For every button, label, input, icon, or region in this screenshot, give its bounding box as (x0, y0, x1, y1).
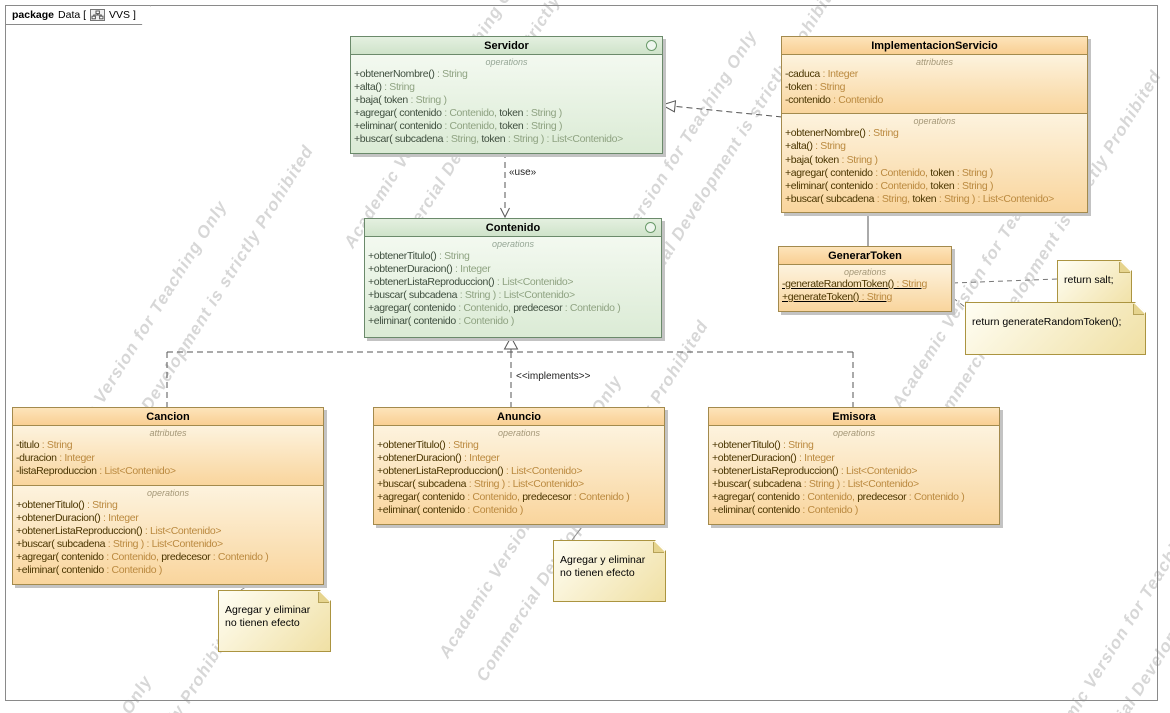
section-label: operations (491, 239, 535, 249)
member: +eliminar( contenido : Contenido, token … (785, 179, 994, 192)
note-anchor-generartoken-salt (946, 278, 1058, 287)
member: +obtenerDuracion() : Integer (712, 452, 835, 465)
member: +generateToken() : String (782, 291, 893, 304)
interface-ball-icon (646, 40, 657, 51)
class-diagram-icon (90, 9, 105, 21)
class-contenido[interactable]: Contenido operations +obtenerTitulo() : St… (364, 218, 662, 338)
member: +alta() : String (785, 140, 846, 153)
member: +agregar( contenido : Contenido, token :… (785, 166, 993, 179)
member: +obtenerListaReproduccion() : List<Conte… (377, 465, 583, 478)
member: +buscar( subcadena : String ) : List<Con… (16, 538, 223, 551)
member: +obtenerNombre() : String (354, 68, 468, 80)
member: +buscar( subcadena : String, token : Str… (785, 192, 1054, 205)
note-return-generate[interactable]: return generateRandomToken(); (965, 302, 1146, 355)
section-label: operations (146, 487, 190, 498)
member: +obtenerDuracion() : Integer (16, 511, 139, 524)
member: +eliminar( contenido : Contenido ) (16, 564, 162, 577)
use-stereotype-label: «use» (509, 167, 537, 178)
member: +buscar( subcadena : String ) : List<Con… (368, 289, 575, 302)
class-anuncio[interactable]: Anuncio operations +obtenerTitulo() : Stri… (373, 407, 665, 525)
section-label: attributes (149, 428, 187, 438)
member: +agregar( contenido : Contenido, predece… (377, 491, 630, 504)
member: +obtenerNombre() : String (785, 127, 899, 140)
note-cancion[interactable]: Agregar y eliminar no tienen efecto (218, 590, 331, 652)
class-cancion[interactable]: Cancion attributes -titulo : String-duraci… (12, 407, 324, 585)
note-anuncio[interactable]: Agregar y eliminar no tienen efecto (553, 540, 666, 602)
class-emisora[interactable]: Emisora operations +obtenerTitulo() : Stri… (708, 407, 1000, 525)
class-title: GenerarToken (828, 249, 902, 262)
section-label: operations (497, 428, 541, 438)
member: +obtenerTitulo() : String (368, 250, 470, 262)
member: -generateRandomToken() : String (782, 278, 927, 290)
member: -token : String (785, 81, 846, 94)
member: +baja( token : String ) (785, 153, 878, 166)
member: +buscar( subcadena : String ) : List<Con… (377, 478, 584, 491)
member: +obtenerDuracion() : Integer (377, 452, 500, 465)
member: +eliminar( contenido : Contenido ) (712, 504, 858, 517)
realization-connector-implementacion-servidor (660, 100, 783, 118)
member: -listaReproduccion : List<Contenido> (16, 465, 176, 478)
class-title: ImplementacionServicio (871, 39, 998, 52)
member: +agregar( contenido : Contenido, token :… (354, 107, 562, 120)
class-title: Cancion (146, 410, 190, 423)
package-title: Data [ (58, 9, 87, 21)
class-title: Anuncio (497, 410, 541, 423)
member: +baja( token : String ) (354, 94, 447, 107)
member: +eliminar( contenido : Contenido ) (368, 315, 514, 328)
class-servidor[interactable]: Servidor operations +obtenerNombre() : Str… (350, 36, 663, 154)
member: +agregar( contenido : Contenido, predece… (368, 302, 621, 315)
section-label: attributes (915, 57, 954, 67)
package-tab[interactable]: package Data [ VVS ] (5, 5, 151, 25)
member: -contenido : Contenido (785, 94, 883, 107)
member: +obtenerTitulo() : String (712, 439, 814, 451)
member: +buscar( subcadena : String ) : List<Con… (712, 478, 919, 491)
package-subtitle: VVS ] (109, 9, 136, 21)
class-generartoken[interactable]: GenerarToken operations-generateRandomTok… (778, 246, 952, 312)
member: +obtenerTitulo() : String (16, 498, 118, 511)
section-label: operations (843, 267, 887, 277)
implements-stereotype-label: <<implements>> (516, 371, 591, 382)
note-anchor-anuncio (571, 522, 586, 541)
member: +alta() : String (354, 81, 415, 94)
section-label: operations (485, 57, 528, 67)
member: +obtenerDuracion() : Integer (368, 263, 491, 276)
member: -titulo : String (16, 439, 73, 451)
section-label: operations (913, 116, 956, 127)
class-implementacionservicio[interactable]: ImplementacionServicio attributes -caduca … (781, 36, 1088, 213)
package-keyword: package (12, 9, 55, 21)
diagram-frame (5, 5, 1158, 701)
use-dependency-connector (500, 152, 510, 219)
member: +obtenerListaReproduccion() : List<Conte… (368, 276, 574, 289)
member: +obtenerTitulo() : String (377, 439, 479, 451)
note-return-salt[interactable]: return salt; (1057, 260, 1132, 310)
section-label: operations (832, 428, 876, 438)
member: -duracion : Integer (16, 452, 95, 465)
member: +eliminar( contenido : Contenido ) (377, 504, 523, 517)
member: +obtenerListaReproduccion() : List<Conte… (712, 465, 918, 478)
member: -caduca : Integer (785, 68, 858, 80)
implements-tree-connector (166, 335, 854, 407)
class-title: Emisora (832, 410, 876, 423)
class-title: Servidor (484, 39, 529, 52)
member: +agregar( contenido : Contenido, predece… (16, 551, 269, 564)
member: +obtenerListaReproduccion() : List<Conte… (16, 525, 222, 538)
interface-ball-icon (645, 222, 656, 233)
class-title: Contenido (485, 221, 541, 234)
member: +agregar( contenido : Contenido, predece… (712, 491, 965, 504)
member: +buscar( subcadena : String, token : Str… (354, 133, 623, 146)
member: +eliminar( contenido : Contenido, token … (354, 120, 563, 133)
